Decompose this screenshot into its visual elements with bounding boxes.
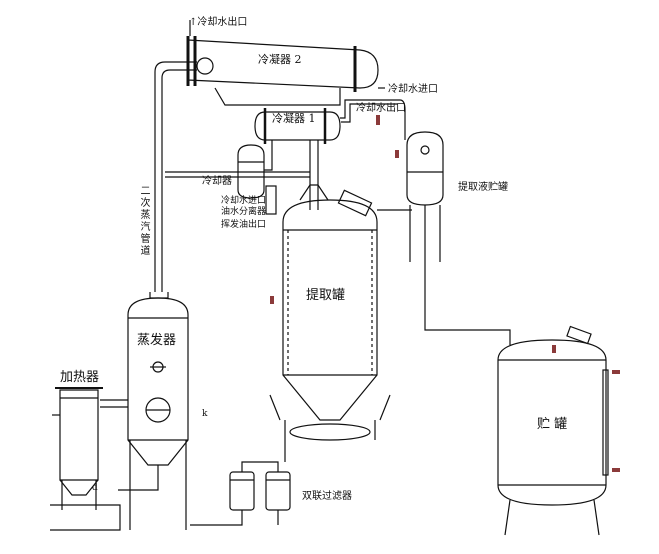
condenser-1 xyxy=(254,99,406,210)
condenser-1-label: 冷凝器 1 xyxy=(272,112,316,125)
cooler xyxy=(165,140,310,199)
valves xyxy=(270,115,620,472)
heater-drawing xyxy=(50,387,121,531)
duplex-filter-label: 双联过滤器 xyxy=(302,491,352,502)
extraction-tank xyxy=(269,184,412,441)
heater-label: 加热器 xyxy=(60,370,100,385)
cooler-label: 冷却器 xyxy=(202,176,232,187)
oil-water-separator xyxy=(265,185,277,215)
extract-storage-tank-label: 提取液贮罐 xyxy=(458,182,508,193)
cooling-water-outlet-c1-label: 冷却水出口 xyxy=(356,103,406,114)
volatile-oil-outlet-label: 挥发油出口 xyxy=(221,220,267,230)
condenser-2-label: 冷凝器 2 xyxy=(258,53,302,66)
cooling-water-outlet-top-label: ↑冷却水出口 xyxy=(189,17,248,28)
storage-tank-drawing xyxy=(497,325,609,536)
evaporator-drawing xyxy=(100,292,189,530)
condenser-2 xyxy=(186,20,385,106)
cooling-water-inlet-c2-label: 冷却水进口 xyxy=(388,84,438,95)
extract-storage-tank-drawing xyxy=(406,131,511,345)
storage-tank-label: 贮 罐 xyxy=(537,417,568,432)
marker-d: d xyxy=(92,483,98,493)
secondary-steam-pipe xyxy=(154,61,197,292)
oil-water-separator-label: 油水分离器 xyxy=(221,207,267,217)
extraction-tank-label: 提取罐 xyxy=(306,288,346,303)
cooling-water-inlet-sep-label: 冷却水进口 xyxy=(221,196,267,206)
evaporator-label: 蒸发器 xyxy=(137,333,177,348)
duplex-filter-drawing xyxy=(190,440,291,526)
marker-k: k xyxy=(202,409,208,419)
secondary-steam-pipe-label: 二次蒸汽管道 xyxy=(138,185,149,257)
